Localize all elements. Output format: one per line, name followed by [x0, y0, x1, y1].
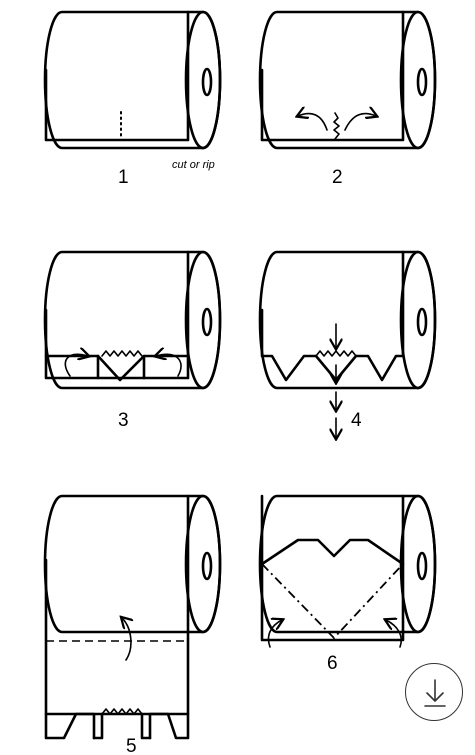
step-6-fold-lines — [261, 563, 404, 640]
step-5-number: 5 — [126, 736, 137, 755]
step-6-number: 6 — [327, 653, 338, 674]
step-1-roll — [43, 10, 222, 150]
step-4-number: 4 — [351, 410, 362, 431]
step-1-caption: cut or rip — [172, 159, 215, 171]
step-1-number: 1 — [118, 167, 129, 188]
step-2-roll — [258, 10, 437, 150]
step-3-roll — [43, 250, 222, 390]
step-6-roll — [258, 494, 437, 648]
download-button[interactable] — [405, 663, 463, 721]
step-5-roll — [43, 494, 222, 740]
step-4-roll — [258, 250, 437, 438]
download-arrow-icon — [424, 679, 446, 707]
step-2-number: 2 — [332, 167, 343, 188]
step-3-number: 3 — [118, 410, 129, 431]
